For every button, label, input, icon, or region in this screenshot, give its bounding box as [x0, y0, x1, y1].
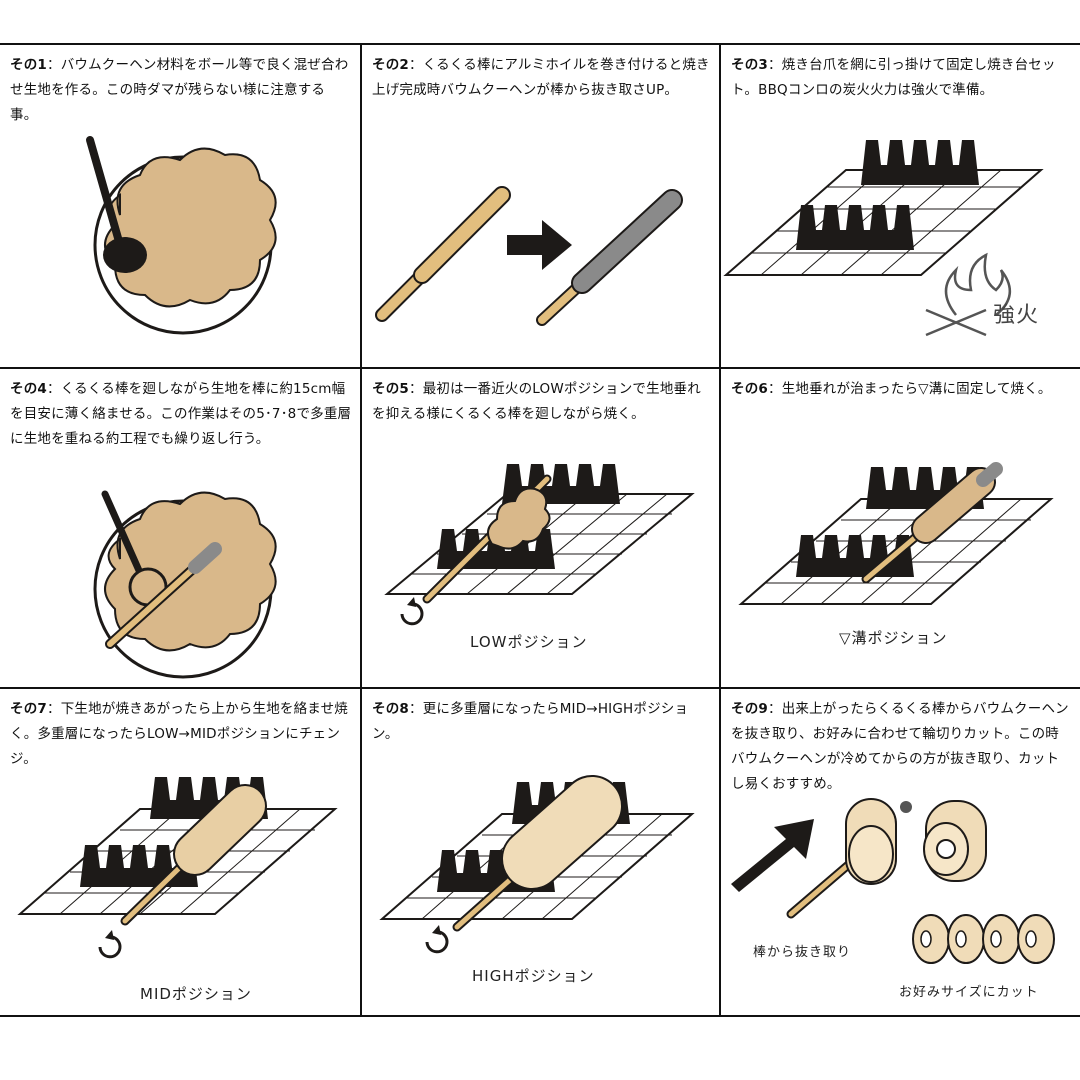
step-9-description: ：出来上がったらくるくる棒からバウムクーヘンを抜き取り、お好みに合わせて輪切りカ…: [731, 701, 1069, 792]
instruction-grid: [0, 43, 1080, 1017]
step-4-description: ：くるくる棒を廻しながら生地を棒に約15cm幅を目安に薄く絡ませる。この作業はそ…: [10, 381, 352, 447]
step-3-label: その3: [731, 57, 768, 73]
step-3-description: ：焼き台爪を網に引っ掛けて固定し焼き台セット。BBQコンロの炭火火力は強火で準備…: [731, 57, 1056, 98]
mid-position-illustration: [17, 777, 338, 959]
step-5-label: その5: [372, 381, 409, 397]
step-4-panel: その4：くるくる棒を廻しながら生地を棒に約15cm幅を目安に薄く絡ませる。この作…: [0, 369, 360, 687]
whisk-handle-icon: [86, 136, 124, 249]
whisk-handle-icon: [101, 490, 149, 588]
step-5-panel: その5：最初は一番近火のLOWポジションで生地垂れを抑える様にくるくる棒を廻しな…: [362, 369, 719, 687]
step-1-text: その1：バウムクーヘン材料をボール等で良く混ぜ合わせ生地を作る。この時ダマが残ら…: [10, 53, 352, 128]
arrow-right-icon: [507, 220, 572, 270]
step-5-description: ：最初は一番近火のLOWポジションで生地垂れを抑える様にくるくる棒を廻しながら焼…: [372, 381, 701, 422]
dough-on-stick-icon: [487, 487, 551, 550]
step-1-label: その1: [10, 57, 47, 73]
sliced-rings-icon: [912, 914, 1055, 964]
step-2-label: その2: [372, 57, 409, 73]
grill-claw-back-icon: [861, 140, 979, 185]
step-1-description: ：バウムクーヘン材料をボール等で良く混ぜ合わせ生地を作る。この時ダマが残らない様…: [10, 57, 349, 123]
rotate-icon: [425, 930, 449, 954]
baumkuchen-log-icon: [845, 798, 912, 885]
step-1-panel: その1：バウムクーヘン材料をボール等で良く混ぜ合わせ生地を作る。この時ダマが残ら…: [0, 45, 360, 367]
step-8-description: ：更に多重層になったらMID→HIGHポジション。: [372, 701, 689, 742]
step-8-panel: その8：更に多重層になったらMID→HIGHポジション。 HIGHポジション: [362, 689, 719, 1015]
grill-setup-illustration: [723, 140, 1044, 337]
step-9-label: その9: [731, 701, 768, 717]
grill-claw-front-icon: [796, 205, 914, 250]
step-3-text: その3：焼き台爪を網に引っ掛けて固定し焼き台セット。BBQコンロの炭火火力は強火…: [731, 53, 1072, 103]
step-4-label: その4: [10, 381, 47, 397]
remove-from-stick-caption: 棒から抜き取り: [753, 945, 852, 960]
mixing-bowl-illustration: [86, 136, 277, 335]
mid-position-caption: MIDポジション: [140, 985, 252, 1003]
dough-coating-illustration: [93, 490, 277, 679]
grid-divider: [360, 43, 362, 1017]
step-3-panel: その3：焼き台爪を網に引っ掛けて固定し焼き台セット。BBQコンロの炭火火力は強火…: [721, 45, 1080, 367]
remove-and-cut-illustration: [731, 798, 1055, 964]
cut-piece-icon: [923, 800, 987, 882]
high-position-caption: HIGHポジション: [472, 967, 595, 985]
step-7-label: その7: [10, 701, 47, 717]
fire-icon: [925, 252, 1011, 337]
step-4-text: その4：くるくる棒を廻しながら生地を棒に約15cm幅を目安に薄く絡ませる。この作…: [10, 377, 352, 452]
step-8-label: その8: [372, 701, 409, 717]
stick-icon: [375, 186, 511, 322]
foil-icon: [188, 542, 222, 574]
grid-divider: [0, 687, 1080, 689]
step-6-text: その6：生地垂れが治まったら▽溝に固定して焼く。: [731, 377, 1072, 402]
step-6-panel: その6：生地垂れが治まったら▽溝に固定して焼く。 ▽溝ポジション: [721, 369, 1080, 687]
grid-divider: [719, 43, 721, 1017]
step-2-text: その2：くるくる棒にアルミホイルを巻き付けると焼き上げ完成時バウムクーヘンが棒か…: [372, 53, 711, 103]
step-6-description: ：生地垂れが治まったら▽溝に固定して焼く。: [768, 381, 1052, 397]
step-8-text: その8：更に多重層になったらMID→HIGHポジション。: [372, 697, 711, 747]
strong-fire-caption: 強火: [993, 303, 1040, 328]
step-9-panel: その9：出来上がったらくるくる棒からバウムクーヘンを抜き取り、お好みに合わせて輪…: [721, 689, 1080, 1015]
grid-divider: [0, 367, 1080, 369]
high-position-illustration: [379, 775, 695, 954]
step-2-panel: その2：くるくる棒にアルミホイルを巻き付けると焼き上げ完成時バウムクーヘンが棒か…: [362, 45, 719, 367]
step-5-text: その5：最初は一番近火のLOWポジションで生地垂れを抑える様にくるくる棒を廻しな…: [372, 377, 711, 427]
groove-position-illustration: [738, 462, 1054, 605]
step-7-description: ：下生地が焼きあがったら上から生地を絡ませ焼く。多重層になったらLOW→MIDポ…: [10, 701, 348, 767]
step-6-label: その6: [731, 381, 768, 397]
low-position-caption: LOWポジション: [470, 633, 588, 651]
low-position-illustration: [384, 464, 695, 626]
whisk-head-icon: [103, 237, 147, 273]
groove-position-caption: ▽溝ポジション: [839, 629, 948, 647]
step-2-description: ：くるくる棒にアルミホイルを巻き付けると焼き上げ完成時バウムクーヘンが棒から抜き…: [372, 57, 710, 98]
cut-to-size-caption: お好みサイズにカット: [899, 985, 1039, 1000]
step-7-panel: その7：下生地が焼きあがったら上から生地を絡ませ焼く。多重層になったらLOW→M…: [0, 689, 360, 1015]
step-7-text: その7：下生地が焼きあがったら上から生地を絡ませ焼く。多重層になったらLOW→M…: [10, 697, 352, 772]
dough-icon: [104, 147, 277, 308]
step-9-text: その9：出来上がったらくるくる棒からバウムクーヘンを抜き取り、お好みに合わせて輪…: [731, 697, 1072, 797]
foil-wrap-illustration: [375, 186, 683, 326]
rotate-icon: [400, 602, 424, 626]
foil-wrapped-stick-icon: [536, 189, 683, 326]
rotate-icon: [98, 935, 122, 959]
arrow-up-right-icon: [731, 819, 814, 892]
